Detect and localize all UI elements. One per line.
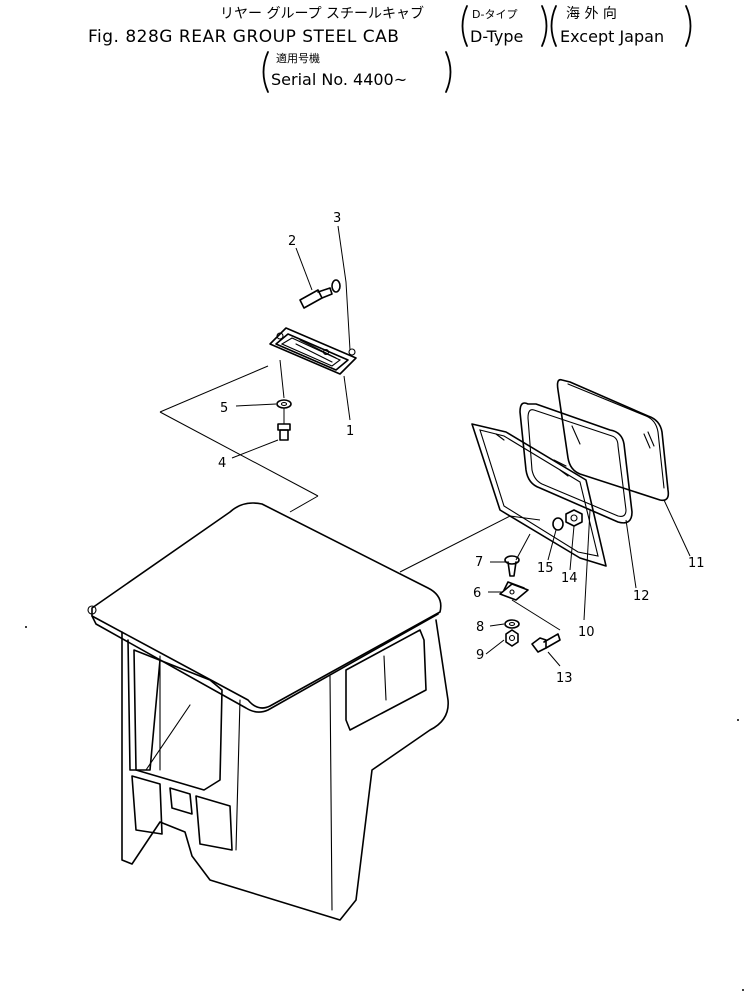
callout-7: 7 <box>475 555 483 570</box>
lower-mid-panel <box>169 787 193 815</box>
part-13-screw <box>531 633 561 653</box>
title-en: Fig. 828G REAR GROUP STEEL CAB <box>88 27 399 47</box>
callout-10: 10 <box>578 625 595 640</box>
dtype-en: D-Type <box>470 27 523 46</box>
callout-9: 9 <box>476 648 484 663</box>
callout-1: 1 <box>346 424 354 439</box>
paren-left-dtype <box>461 5 468 47</box>
callout-13: 13 <box>556 671 573 686</box>
part-8-washer <box>504 619 520 629</box>
callout-5: 5 <box>220 401 228 416</box>
side-window-post <box>383 655 387 701</box>
roof-edge <box>91 613 439 713</box>
scan-specks <box>25 626 744 991</box>
door-line <box>235 699 241 851</box>
part-11-glass <box>556 378 670 502</box>
paren-right-serial <box>445 51 452 93</box>
cab-left-side <box>121 619 449 921</box>
rear-corner-line <box>329 675 333 911</box>
serial-en: Serial No. 4400~ <box>271 70 407 89</box>
callout-4: 4 <box>218 456 226 471</box>
callout-15: 15 <box>537 561 554 576</box>
paren-left-overseas <box>550 5 557 47</box>
callout-2: 2 <box>288 234 296 249</box>
roof-mount-left <box>87 605 97 615</box>
serial-jp: 適用号機 <box>276 51 320 65</box>
callout-12: 12 <box>633 589 650 604</box>
paren-right-overseas <box>685 5 692 47</box>
part-15-nut <box>552 517 564 531</box>
front-pillar <box>127 639 161 771</box>
cab-roof <box>91 502 442 709</box>
side-window <box>345 629 427 731</box>
lower-left-panel <box>131 775 163 835</box>
cab-body <box>87 502 449 921</box>
leaders-lower <box>399 499 691 667</box>
callout-8: 8 <box>476 620 484 635</box>
front-window-glint <box>145 704 191 771</box>
part-6-bracket <box>499 581 529 601</box>
callout-6: 6 <box>473 586 481 601</box>
callout-3: 3 <box>333 211 341 226</box>
header: リヤー グループ スチールキャブ Fig. 828G REAR GROUP ST… <box>88 5 692 93</box>
part-12-weatherstrip <box>519 402 633 524</box>
part-3-washer <box>331 279 341 293</box>
part-4-bolt <box>277 423 291 441</box>
callout-11: 11 <box>688 556 705 571</box>
overseas-jp: 海 外 向 <box>566 6 617 22</box>
dtype-jp: D-タイプ <box>472 8 517 21</box>
paren-left-serial <box>262 51 269 93</box>
title-jp: リヤー グループ スチールキャブ <box>220 5 424 22</box>
part-2-bolt <box>299 287 333 309</box>
part-10-window-frame <box>471 423 607 567</box>
part-14-nut <box>565 509 583 527</box>
part-5-washer <box>276 399 292 409</box>
part-7-screw <box>504 555 520 577</box>
paren-right-dtype <box>541 5 548 47</box>
callout-labels: 2 3 5 1 4 7 15 14 6 12 11 10 8 9 13 <box>218 211 705 686</box>
part-1-hatch-frame <box>269 327 357 375</box>
lower-right-panel <box>195 795 233 851</box>
front-window <box>133 649 223 791</box>
leaders-upper <box>159 225 351 513</box>
part-9-nut <box>505 629 519 647</box>
callout-14: 14 <box>561 571 578 586</box>
overseas-en: Except Japan <box>560 27 664 46</box>
